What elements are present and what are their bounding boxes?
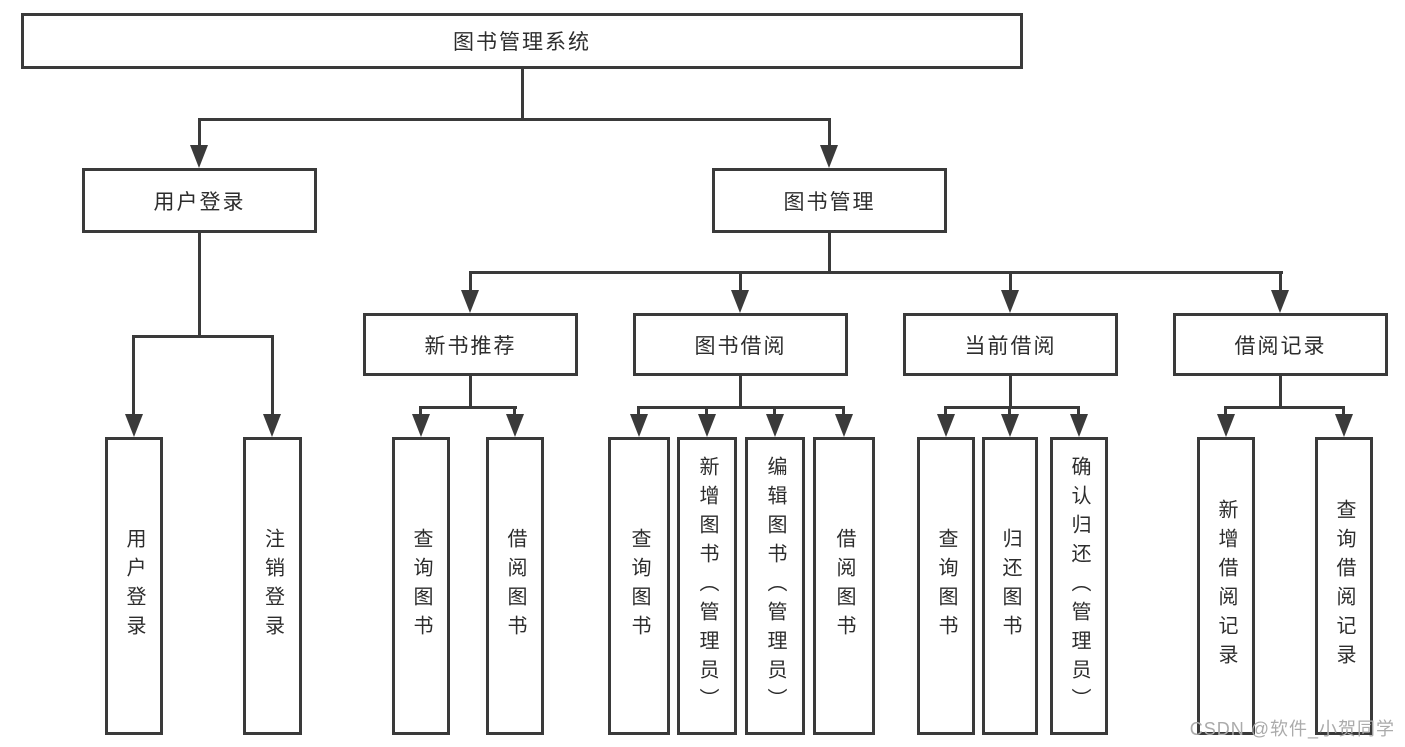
arrow-down-icon bbox=[1217, 414, 1235, 437]
connector-line bbox=[198, 118, 831, 121]
leaf-borrow-books-label: 借阅图书 bbox=[833, 528, 855, 644]
leaf-borrow-books-recommend: 借阅图书 bbox=[486, 437, 544, 735]
connector-line bbox=[198, 233, 201, 337]
arrow-down-icon bbox=[412, 414, 430, 437]
leaf-query-books-current: 查询图书 bbox=[917, 437, 975, 735]
connector-line bbox=[1279, 271, 1282, 293]
node-current-borrow: 当前借阅 bbox=[903, 313, 1118, 376]
connector-line bbox=[1077, 406, 1080, 418]
connector-line bbox=[132, 335, 274, 338]
connector-line bbox=[198, 118, 201, 148]
leaf-query-books-borrow: 查询图书 bbox=[608, 437, 670, 735]
leaf-confirm-return-admin-label: 确认归还（管理员） bbox=[1068, 455, 1090, 717]
arrow-down-icon bbox=[1001, 414, 1019, 437]
csdn-watermark: CSDN @软件_小贺同学 bbox=[1189, 719, 1395, 739]
leaf-return-book-label: 归还图书 bbox=[999, 528, 1021, 644]
connector-line bbox=[773, 406, 776, 418]
leaf-query-books-current-label: 查询图书 bbox=[935, 528, 957, 644]
arrow-down-icon bbox=[461, 290, 479, 313]
arrow-down-icon bbox=[937, 414, 955, 437]
leaf-query-borrow-record-label: 查询借阅记录 bbox=[1333, 499, 1355, 673]
connector-line bbox=[1009, 271, 1012, 293]
arrow-down-icon bbox=[835, 414, 853, 437]
arrow-down-icon bbox=[1070, 414, 1088, 437]
connector-line bbox=[271, 335, 274, 417]
connector-line bbox=[944, 406, 947, 418]
node-borrow-records: 借阅记录 bbox=[1173, 313, 1388, 376]
arrow-down-icon bbox=[125, 414, 143, 437]
connector-line bbox=[521, 68, 524, 120]
arrow-down-icon bbox=[190, 145, 208, 168]
leaf-confirm-return-admin: 确认归还（管理员） bbox=[1050, 437, 1108, 735]
leaf-query-borrow-record: 查询借阅记录 bbox=[1315, 437, 1373, 735]
leaf-return-book: 归还图书 bbox=[982, 437, 1038, 735]
connector-line bbox=[513, 406, 516, 418]
connector-line bbox=[1342, 406, 1345, 418]
node-new-book-recommend: 新书推荐 bbox=[363, 313, 578, 376]
node-root-label: 图书管理系统 bbox=[453, 31, 591, 54]
leaf-query-books-borrow-label: 查询图书 bbox=[628, 528, 650, 644]
connector-line bbox=[705, 406, 708, 418]
leaf-query-books-recommend-label: 查询图书 bbox=[410, 528, 432, 644]
connector-line bbox=[132, 335, 135, 417]
arrow-down-icon bbox=[1001, 290, 1019, 313]
leaf-user-login: 用户登录 bbox=[105, 437, 163, 735]
leaf-user-login-label: 用户登录 bbox=[123, 528, 145, 644]
connector-line bbox=[469, 376, 472, 408]
arrow-down-icon bbox=[263, 414, 281, 437]
node-user-login-label: 用户登录 bbox=[153, 190, 246, 214]
connector-line bbox=[637, 406, 640, 418]
arrow-down-icon bbox=[820, 145, 838, 168]
connector-line bbox=[1279, 376, 1282, 408]
connector-line bbox=[842, 406, 845, 418]
arrow-down-icon bbox=[1271, 290, 1289, 313]
arrow-down-icon bbox=[731, 290, 749, 313]
connector-line bbox=[828, 118, 831, 148]
connector-line bbox=[419, 406, 422, 418]
leaf-logout-label: 注销登录 bbox=[261, 528, 284, 644]
arrow-down-icon bbox=[1335, 414, 1353, 437]
node-book-management: 图书管理 bbox=[712, 168, 947, 233]
leaf-add-book-admin-label: 新增图书（管理员） bbox=[696, 455, 718, 717]
leaf-query-books-recommend: 查询图书 bbox=[392, 437, 450, 735]
connector-line bbox=[739, 376, 742, 408]
connector-line bbox=[637, 406, 845, 409]
leaf-edit-book-admin-label: 编辑图书（管理员） bbox=[764, 455, 786, 717]
node-book-management-label: 图书管理 bbox=[783, 190, 876, 214]
leaf-borrow-books-recommend-label: 借阅图书 bbox=[504, 528, 526, 644]
connector-line bbox=[1008, 406, 1011, 418]
leaf-borrow-books: 借阅图书 bbox=[813, 437, 875, 735]
connector-line bbox=[1224, 406, 1227, 418]
connector-line bbox=[1224, 406, 1345, 409]
node-book-borrow: 图书借阅 bbox=[633, 313, 848, 376]
node-root-system: 图书管理系统 bbox=[21, 13, 1023, 69]
connector-line bbox=[944, 406, 1080, 409]
connector-line bbox=[420, 406, 517, 409]
connector-line bbox=[469, 271, 1283, 274]
node-user-login: 用户登录 bbox=[82, 168, 317, 233]
arrow-down-icon bbox=[698, 414, 716, 437]
leaf-add-book-admin: 新增图书（管理员） bbox=[677, 437, 737, 735]
leaf-logout: 注销登录 bbox=[243, 437, 302, 735]
connector-line bbox=[828, 233, 831, 274]
connector-line bbox=[739, 271, 742, 293]
node-current-borrow-label: 当前借阅 bbox=[964, 334, 1057, 358]
node-book-borrow-label: 图书借阅 bbox=[694, 334, 787, 358]
connector-line bbox=[469, 271, 472, 293]
arrow-down-icon bbox=[506, 414, 524, 437]
arrow-down-icon bbox=[766, 414, 784, 437]
node-borrow-records-label: 借阅记录 bbox=[1234, 334, 1327, 358]
leaf-add-borrow-record-label: 新增借阅记录 bbox=[1215, 499, 1237, 673]
leaf-edit-book-admin: 编辑图书（管理员） bbox=[745, 437, 805, 735]
leaf-add-borrow-record: 新增借阅记录 bbox=[1197, 437, 1255, 735]
connector-line bbox=[1009, 376, 1012, 408]
node-new-book-recommend-label: 新书推荐 bbox=[424, 334, 517, 358]
arrow-down-icon bbox=[630, 414, 648, 437]
